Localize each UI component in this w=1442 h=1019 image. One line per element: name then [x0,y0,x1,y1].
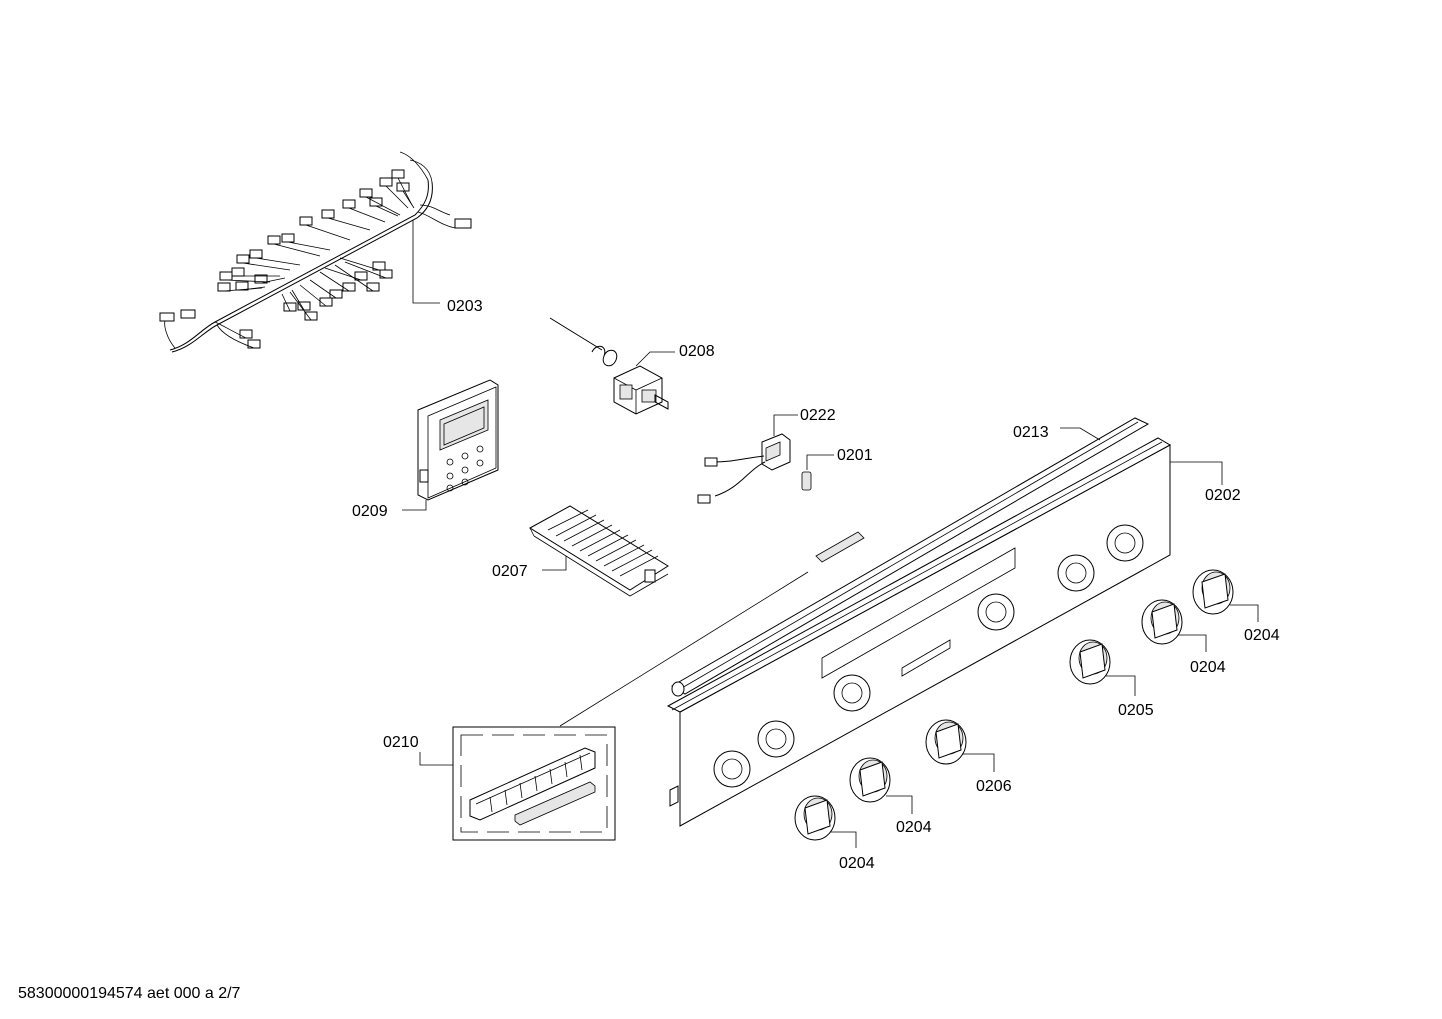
callout-labels: 0203 0208 0222 0201 0213 0202 0209 0207 … [352,298,1280,872]
label-0222: 0222 [800,407,836,424]
document-id: 58300000194574 aet 000 a 2/7 [18,985,241,1002]
label-0204-b: 0204 [1190,659,1226,676]
label-0206: 0206 [976,778,1012,795]
part-0213-trim-strip [671,417,1150,697]
part-0207-terminal-block [529,505,669,597]
part-0203-wiring-harness [159,151,472,353]
part-0222-switch [697,414,798,504]
label-0210: 0210 [383,734,419,751]
part-0202-control-panel [559,437,1223,827]
knob-0204-c [849,757,913,814]
knob-0205 [1069,639,1136,696]
label-0208: 0208 [679,343,715,360]
part-0208-thermostat [549,317,675,415]
knob-0204-b [1141,599,1207,652]
label-0204-a: 0204 [1244,627,1280,644]
label-0213: 0213 [1013,424,1049,441]
part-0201-clip [801,454,834,491]
knob-0204-a [1192,569,1259,622]
label-0209: 0209 [352,503,388,520]
label-0203: 0203 [447,298,483,315]
knob-group [794,569,1259,848]
label-0201: 0201 [837,447,873,464]
label-0205: 0205 [1118,702,1154,719]
part-0210-connector-kit [419,726,616,841]
part-0209-control-module [402,379,499,511]
label-0204-d: 0204 [839,855,875,872]
label-0204-c: 0204 [896,819,932,836]
label-0202: 0202 [1205,487,1241,504]
knob-0204-d [794,795,857,848]
knob-0206 [925,719,995,772]
label-0207: 0207 [492,563,528,580]
